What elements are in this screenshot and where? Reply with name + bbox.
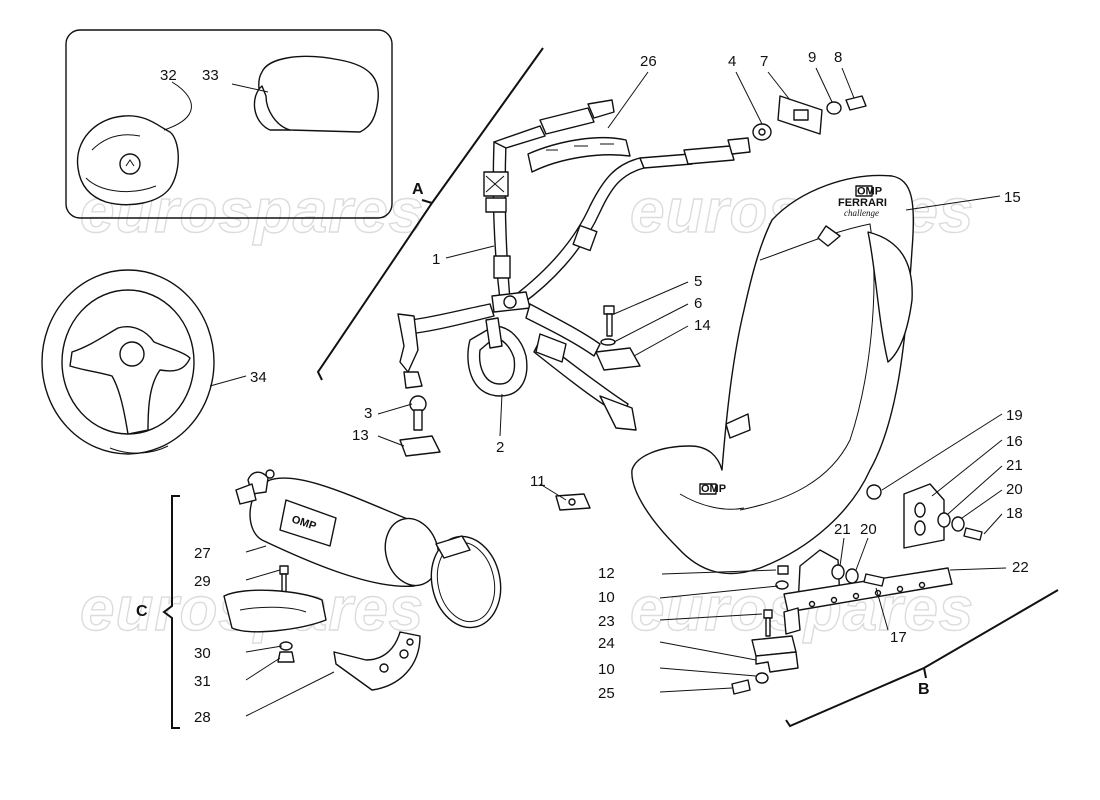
- callout-22: 22: [1012, 559, 1029, 576]
- seat-rails: [731, 483, 983, 695]
- fire-extinguisher: OMP: [223, 469, 502, 691]
- callout-20-lower: 20: [860, 521, 877, 538]
- callout-8: 8: [834, 49, 842, 66]
- callout-6: 6: [694, 295, 702, 312]
- eyebolt-plate: [399, 395, 441, 457]
- racing-seat: OMP FERRARI challenge OMP: [631, 174, 915, 575]
- airbag-inset: [65, 29, 393, 219]
- bracket-b: [785, 589, 1059, 728]
- callout-32: 32: [160, 67, 177, 84]
- group-label-b: B: [918, 681, 930, 698]
- seat-logo-lower-text: OMP: [701, 483, 726, 495]
- callout-4: 4: [728, 53, 736, 70]
- seat-maker-text: FERRARI: [838, 197, 887, 209]
- group-label-c: C: [136, 603, 148, 620]
- callout-2: 2: [496, 439, 504, 456]
- callout-7: 7: [760, 53, 768, 70]
- callout-23: 23: [598, 613, 615, 630]
- callout-21-lower: 21: [834, 521, 851, 538]
- callout-10-lower: 10: [598, 661, 615, 678]
- callout-18: 18: [1006, 505, 1023, 522]
- seat-logo-text: OMP: [857, 186, 882, 198]
- callout-21-upper: 21: [1006, 457, 1023, 474]
- seat-model-text: challenge: [844, 208, 879, 218]
- callout-11: 11: [530, 473, 546, 490]
- callout-27: 27: [194, 545, 211, 562]
- callout-31: 31: [194, 673, 211, 690]
- callout-25: 25: [598, 685, 615, 702]
- group-label-a: A: [412, 181, 424, 198]
- callout-3: 3: [364, 405, 372, 422]
- callout-13: 13: [352, 427, 369, 444]
- callout-1: 1: [432, 251, 440, 268]
- callouts: 32 33 34 26 4 7 9 8 15 1 5 6 14 3 13 2 1…: [160, 49, 1029, 726]
- callout-20-upper: 20: [1006, 481, 1023, 498]
- bolt-washer-plate: [595, 305, 641, 371]
- plate-11: [555, 493, 591, 511]
- callout-34: 34: [250, 369, 267, 386]
- callout-28: 28: [194, 709, 211, 726]
- callout-19: 19: [1006, 407, 1023, 424]
- callout-16: 16: [1006, 433, 1023, 450]
- callout-33: 33: [202, 67, 219, 84]
- steering-wheel: [41, 269, 215, 455]
- callout-14: 14: [694, 317, 711, 334]
- callout-12: 12: [598, 565, 615, 582]
- callout-15: 15: [1004, 189, 1021, 206]
- harness-mount-hardware: [752, 95, 867, 141]
- callout-24: 24: [598, 635, 615, 652]
- callout-26: 26: [640, 53, 657, 70]
- callout-17: 17: [890, 629, 907, 646]
- bracket-a: [316, 47, 544, 381]
- callout-9: 9: [808, 49, 816, 66]
- leader-lines: [163, 67, 1007, 717]
- harness: [397, 99, 751, 431]
- callout-5: 5: [694, 273, 702, 290]
- callout-30: 30: [194, 645, 211, 662]
- callout-10-upper: 10: [598, 589, 615, 606]
- bracket-c: [162, 495, 180, 729]
- callout-29: 29: [194, 573, 211, 590]
